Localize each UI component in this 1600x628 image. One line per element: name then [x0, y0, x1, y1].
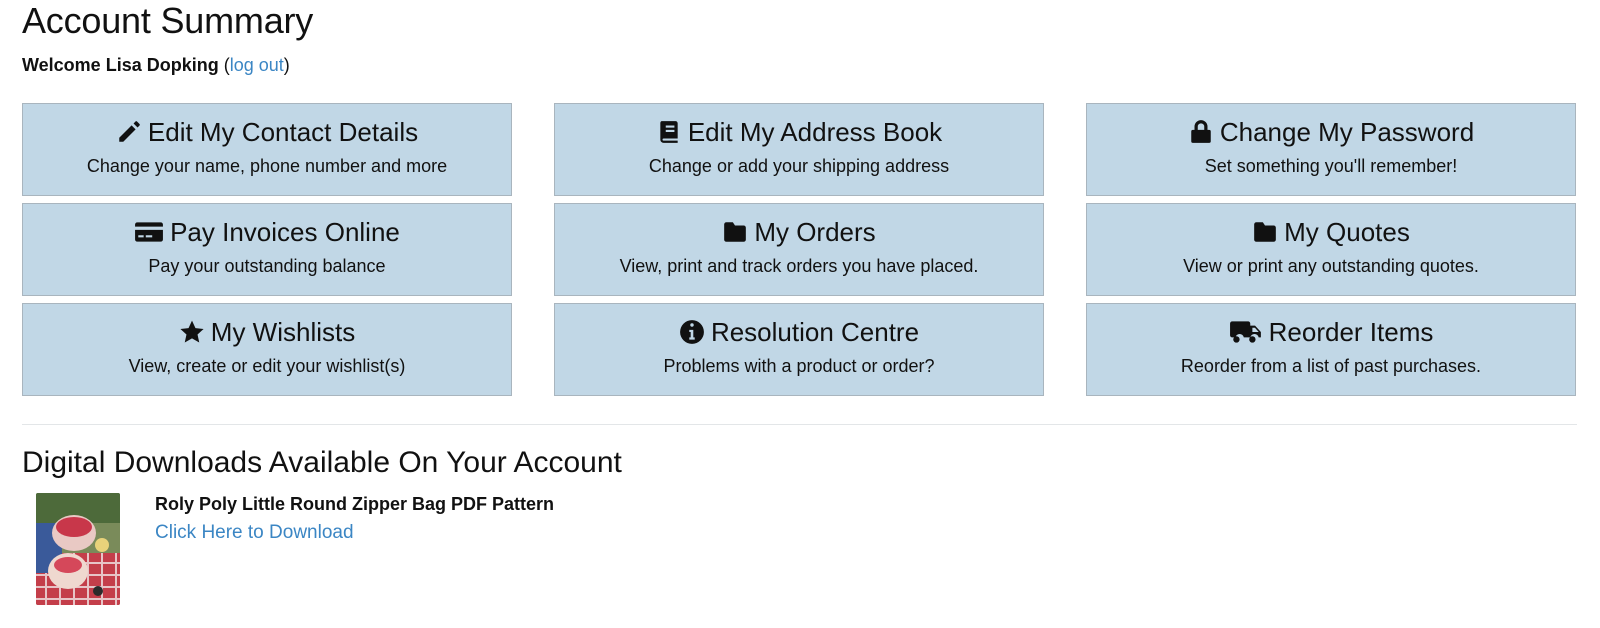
folder-icon: [1254, 222, 1276, 242]
logout-link[interactable]: log out: [229, 55, 284, 75]
tile-title: Change My Password: [1219, 117, 1475, 147]
account-summary-page: Account Summary Welcome Lisa Dopking (lo…: [22, 0, 1577, 613]
tile-heading: Reorder Items: [1087, 316, 1575, 348]
tile-heading: Change My Password: [1087, 116, 1575, 148]
tile-title: Edit My Address Book: [687, 117, 943, 147]
tile-heading: Pay Invoices Online: [23, 216, 511, 248]
resolution-centre-tile[interactable]: Resolution Centre Problems with a produc…: [554, 303, 1044, 396]
tile-title: Pay Invoices Online: [170, 217, 400, 247]
tile-subtitle: Change or add your shipping address: [648, 156, 950, 176]
logout-paren-open: (: [223, 55, 230, 75]
reorder-items-tile[interactable]: Reorder Items Reorder from a list of pas…: [1086, 303, 1576, 396]
tile-subtitle: Problems with a product or order?: [663, 356, 935, 376]
change-password-tile[interactable]: Change My Password Set something you'll …: [1086, 103, 1576, 196]
welcome-text: Welcome Lisa Dopking: [22, 55, 219, 75]
tile-title: Reorder Items: [1268, 317, 1434, 347]
tile-title: Resolution Centre: [710, 317, 920, 347]
tile-heading: My Wishlists: [23, 316, 511, 348]
product-thumbnail[interactable]: [36, 493, 120, 605]
tile-subtitle: Pay your outstanding balance: [148, 256, 386, 276]
tile-title: Edit My Contact Details: [147, 117, 419, 147]
tile-title: My Quotes: [1284, 217, 1410, 247]
tile-subtitle: Reorder from a list of past purchases.: [1180, 356, 1482, 376]
my-wishlists-tile[interactable]: My Wishlists View, create or edit your w…: [22, 303, 512, 396]
page-title: Account Summary: [22, 0, 314, 41]
tile-subtitle: Set something you'll remember!: [1204, 156, 1458, 176]
info-circle-icon: [680, 320, 704, 344]
my-quotes-tile[interactable]: My Quotes View or print any outstanding …: [1086, 203, 1576, 296]
tile-heading: My Quotes: [1087, 216, 1575, 248]
tile-subtitle: Change your name, phone number and more: [86, 156, 448, 176]
star-icon: [180, 320, 204, 343]
account-tiles-grid: Edit My Contact Details Change your name…: [22, 103, 1577, 396]
edit-address-book-tile[interactable]: Edit My Address Book Change or add your …: [554, 103, 1044, 196]
folder-icon: [724, 222, 747, 242]
credit-card-icon: [135, 222, 164, 242]
download-product-name: Roly Poly Little Round Zipper Bag PDF Pa…: [155, 494, 555, 514]
tile-heading: Edit My Contact Details: [23, 116, 511, 148]
tile-subtitle: View, print and track orders you have pl…: [619, 256, 979, 276]
edit-contact-details-tile[interactable]: Edit My Contact Details Change your name…: [22, 103, 512, 196]
section-divider: [22, 424, 1577, 425]
download-item: Roly Poly Little Round Zipper Bag PDF Pa…: [22, 493, 1577, 613]
lock-icon: [1191, 120, 1211, 143]
truck-icon: [1229, 321, 1261, 343]
tile-heading: Resolution Centre: [555, 316, 1043, 348]
product-photo-image: [36, 493, 120, 605]
my-orders-tile[interactable]: My Orders View, print and track orders y…: [554, 203, 1044, 296]
pencil-icon: [119, 121, 140, 142]
tile-subtitle: View, create or edit your wishlist(s): [128, 356, 406, 376]
tile-title: My Orders: [754, 217, 876, 247]
tile-subtitle: View or print any outstanding quotes.: [1183, 256, 1479, 276]
digital-downloads-heading: Digital Downloads Available On Your Acco…: [22, 446, 622, 479]
tile-heading: My Orders: [555, 216, 1043, 248]
logout-paren-close: ): [283, 55, 290, 75]
pay-invoices-tile[interactable]: Pay Invoices Online Pay your outstanding…: [22, 203, 512, 296]
tile-title: My Wishlists: [210, 317, 356, 347]
tile-heading: Edit My Address Book: [555, 116, 1043, 148]
address-book-icon: [660, 121, 678, 143]
download-link[interactable]: Click Here to Download: [155, 522, 354, 543]
welcome-line: Welcome Lisa Dopking (log out): [22, 54, 1577, 76]
